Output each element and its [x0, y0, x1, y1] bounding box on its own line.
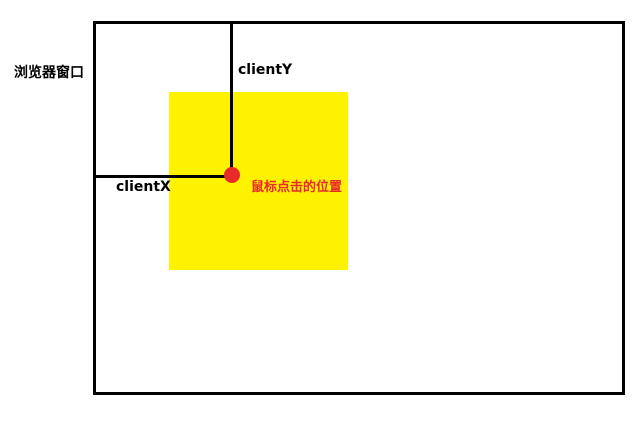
click-point-marker [224, 167, 240, 183]
browser-window-frame [93, 21, 625, 395]
client-x-line [93, 175, 232, 178]
yellow-element-box [169, 92, 348, 270]
browser-window-label: 浏览器窗口 [14, 65, 84, 81]
client-x-label: clientX [116, 179, 171, 195]
client-y-label: clientY [238, 62, 293, 78]
client-y-line [230, 21, 233, 178]
click-position-label: 鼠标点击的位置 [251, 180, 343, 195]
